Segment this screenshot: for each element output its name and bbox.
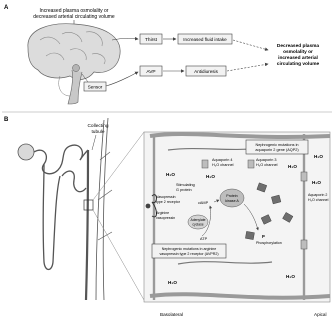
brain-illustration xyxy=(28,24,120,104)
panel-a: A Increased plasma osmolality or decreas… xyxy=(4,5,320,104)
antidiuresis-label: Antidiuresis xyxy=(194,69,218,74)
avp-ligand xyxy=(146,204,151,209)
protein-kinase-line-2: kinase A xyxy=(225,199,239,203)
arginine-vasopressin-line-1: Arginine xyxy=(156,211,169,215)
aquaporin4-line-1: Aquaporin 4 xyxy=(212,158,232,162)
v2-receptor-line-1: Vasopressin xyxy=(156,195,176,199)
h2o-label-6: H₂O xyxy=(168,280,177,285)
nephrogenic-avpr2-line-1: Nephrogenic mutations in arginine xyxy=(162,247,217,251)
aquaporin2-channel-apical xyxy=(301,172,307,181)
g-protein-line-1: Stimulating xyxy=(176,183,195,187)
collecting-tubule-pointer xyxy=(92,135,96,150)
avp-label: AVP xyxy=(146,69,155,75)
outcome-line-2: osmolality or xyxy=(283,49,313,55)
stimulus-line-2: decreased arterial circulating volume xyxy=(33,14,115,20)
nephrogenic-aqp2-line-1: Nephrogenic mutations in xyxy=(255,143,298,147)
sensor-label: Sensor xyxy=(88,85,103,90)
antidiuresis-to-outcome-arrow xyxy=(227,64,268,71)
panel-b: B Collecting tubule xyxy=(4,117,330,317)
h2o-label-5: H₂O xyxy=(312,180,321,185)
h2o-label-1: H₂O xyxy=(166,172,175,177)
h2o-label-3: H₂O xyxy=(288,164,297,169)
magnify-line-bottom xyxy=(93,210,144,300)
outcome-line-3: increased arterial xyxy=(278,55,318,61)
nephrogenic-avpr2-line-2: vasopressin type 2 receptor (AVPR2) xyxy=(159,252,218,256)
camp-label: cAMP xyxy=(198,201,209,205)
g-protein-line-2: G protein xyxy=(176,188,192,192)
basolateral-label: Basolateral xyxy=(160,312,183,317)
nephrogenic-aqp2-line-2: aquaporin 2 gene (AQP2) xyxy=(255,148,299,152)
aquaporin3-line-1: Aquaporin 3 xyxy=(256,158,276,162)
arginine-vasopressin-line-2: vasopressin xyxy=(156,216,175,220)
apical-label: Apical xyxy=(314,312,327,317)
aquaporin4-line-2: H₂O channel xyxy=(212,163,234,167)
aquaporin4-channel xyxy=(202,160,208,168)
outcome-line-4: circulating volume xyxy=(277,61,320,67)
h2o-label-4: H₂O xyxy=(314,154,323,159)
nephron-illustration xyxy=(18,118,112,300)
phosphorylation-label: Phosphorylation xyxy=(256,241,282,245)
v2-receptor-line-2: type 2 receptor xyxy=(156,200,181,204)
sensor-to-avp-arrow xyxy=(106,72,138,86)
fluid-intake-label: Increased fluid intake xyxy=(183,37,227,42)
protein-kinase-a-glyph xyxy=(220,189,244,207)
atp-label: ATP xyxy=(200,237,208,241)
aquaporin2-line-2: H₂O channel xyxy=(308,198,329,202)
collecting-tubule-line-1: Collecting xyxy=(87,123,108,129)
aquaporin2-channel-apical-2 xyxy=(301,240,307,249)
h2o-label-7: H₂O xyxy=(286,274,295,279)
aquaporin3-channel xyxy=(248,160,254,168)
h2o-label-2: H₂O xyxy=(206,174,215,179)
thirst-label: Thirst xyxy=(145,37,158,43)
panel-a-label: A xyxy=(4,5,9,11)
intake-to-outcome-arrow xyxy=(233,40,268,50)
aquaporin3-line-2: H₂O channel xyxy=(256,163,278,167)
outcome-line-1: Decreased plasma xyxy=(277,43,319,49)
phosphorylation-p: P xyxy=(262,234,265,239)
protein-kinase-line-1: Protein xyxy=(226,194,237,198)
adenylate-cyclase-line-2: cyclase xyxy=(192,223,203,227)
panel-b-label: B xyxy=(4,117,9,123)
aquaporin2-line-1: Aquaporin 2 xyxy=(308,193,327,197)
adenylate-cyclase-line-1: Adenylate xyxy=(190,218,205,222)
